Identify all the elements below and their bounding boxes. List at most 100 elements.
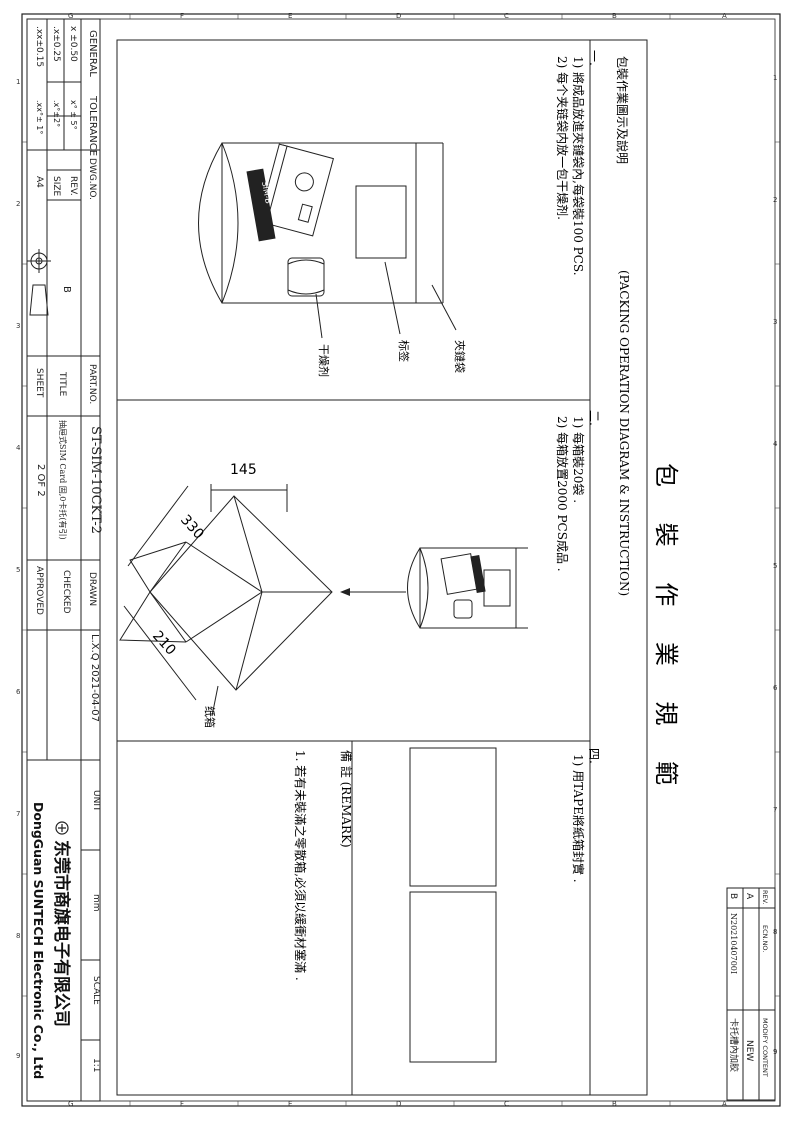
title-value: 抽屉式SIM Card 固,0卡托(有引) — [58, 420, 68, 540]
zone-number: 1 — [773, 74, 777, 82]
sheet-value: 2 OF 2 — [35, 464, 46, 497]
size-label: SIZE — [51, 176, 61, 197]
zone-letter: B — [612, 1100, 617, 1108]
header-title-en: (PACKING OPERATION DIAGRAM & INSTRUCTION… — [617, 270, 631, 596]
ecn-header: ECN.NO. — [761, 925, 769, 952]
unit-label: UNIT — [91, 790, 101, 812]
section4-line1: 1) 用TAPE將紙箱封實 . — [571, 754, 586, 883]
zone-number: 6 — [773, 684, 778, 692]
zone-number: 4 — [16, 444, 21, 452]
tolerance-label: TOLERANCE — [87, 95, 98, 156]
zone-numbers-left: 1 2 3 4 5 6 7 8 9 — [16, 78, 21, 1060]
content-value: 卡托槽內加胶 — [728, 1018, 740, 1072]
zone-letter: C — [504, 12, 509, 20]
zone-letter: E — [288, 12, 292, 20]
zone-letter: F — [180, 1100, 184, 1108]
revision-headers: REV. ECN.NO. MODIFY CONTENT — [761, 890, 769, 1077]
callout-bag-label: 夾鏈袋 — [453, 340, 467, 373]
carton-illustration — [119, 484, 333, 717]
small-bag-illustration — [407, 547, 528, 629]
zone-letter: D — [396, 1100, 401, 1108]
callout-box-text: 纸箱 — [203, 706, 217, 728]
rev-label: REV. — [68, 176, 78, 196]
remark-line1: 1. 若有未裝滿之零散箱,必須以緩衝材塞滿 . — [293, 750, 308, 981]
scale-label: SCALE — [91, 976, 101, 1005]
section1-line2: 2) 每个夹链袋内放一包干燥剂. — [555, 56, 570, 220]
ecn-value: N2021040700I — [729, 913, 738, 974]
zone-number: 8 — [16, 932, 20, 940]
zone-number: 3 — [773, 318, 777, 326]
remark-text: 備 註 (REMARK) 1. 若有未裝滿之零散箱,必須以緩衝材塞滿 . — [293, 750, 354, 981]
dim-side: 330 — [177, 512, 207, 543]
section2-line2: 2) 每箱放置2000 PCS成品 . — [555, 416, 570, 572]
sealed-box-image-1 — [409, 747, 497, 887]
zone-letter: E — [288, 1100, 292, 1108]
zip-bag-illustration: SIM-B — [198, 142, 457, 339]
angle-tolerance-2: .x°±2° — [52, 100, 61, 127]
sheet-label: SHEET — [34, 368, 44, 398]
zone-letters-top: G F E D C B A — [68, 12, 727, 20]
section2-heading: 二. — [587, 410, 601, 426]
size-value: A4 — [34, 176, 44, 188]
section4-text: 四. 1) 用TAPE將紙箱封實 . — [571, 748, 601, 883]
zone-number: 2 — [16, 200, 20, 208]
zone-letter: G — [68, 1100, 73, 1108]
section1-line1: 1) 將成品放進夾鏈袋內,每袋裝100 PCS. — [571, 56, 586, 276]
company-name: 东莞市商旗电子有限公司 DongGuan SUNTECH Electronic … — [31, 802, 72, 1079]
zone-letter: A — [722, 1100, 727, 1108]
zone-letter: F — [180, 12, 184, 20]
callout-bag: 夾鏈袋 — [453, 340, 467, 373]
zone-number: 6 — [16, 688, 21, 696]
general-label: GENERAL — [87, 30, 98, 77]
zone-number: 2 — [773, 196, 777, 204]
callout-desiccant-text: 干燥剂 — [317, 344, 331, 377]
content-value: NEW — [744, 1040, 754, 1061]
drawn-label: DRAWN — [87, 572, 97, 606]
zone-letter: D — [396, 12, 401, 20]
header-title-cn: 包 裝 作 業 規 範 — [652, 463, 680, 799]
zone-number: 3 — [16, 322, 20, 330]
part-no-label: PART.NO. — [87, 364, 97, 404]
header-subtitle: 包裝作業圖示及說明 — [615, 56, 630, 164]
callout-desiccant: 干燥剂 — [317, 344, 331, 377]
callout-box: 纸箱 — [203, 706, 217, 728]
callout-label: 标签 — [397, 340, 411, 362]
section2-text: 二. 1) 每箱裝20袋 . 2) 每箱放置2000 PCS成品 . — [555, 410, 601, 572]
zone-number: 5 — [16, 566, 20, 574]
company-name-en: DongGuan SUNTECH Electronic Co., Ltd — [31, 802, 46, 1079]
company-logo-icon — [55, 821, 69, 835]
part-marking: SIM-B — [260, 181, 273, 205]
rev-header: REV. — [761, 890, 769, 904]
company-name-cn: 东莞市商旗电子有限公司 — [51, 840, 72, 1027]
section4-heading: 四. — [587, 748, 601, 764]
part-no-value: ST-SIM-10CKT-2 — [88, 426, 103, 534]
rev-value: B — [61, 286, 72, 293]
zone-number: 9 — [16, 1052, 20, 1060]
section1-heading: 一. — [587, 50, 601, 66]
revision-row-a: A NEW — [744, 893, 754, 1061]
tolerance-3: .xx±0.15 — [34, 26, 44, 67]
zone-letter: A — [722, 12, 727, 20]
approved-label: APPROVED — [34, 566, 44, 615]
scale-value: 1:1 — [91, 1058, 101, 1072]
zone-number: 7 — [773, 806, 777, 814]
remark-heading: 備 註 (REMARK) — [339, 750, 354, 848]
angle-tolerance-1: x° ± 5° — [69, 100, 78, 130]
section1-text: 一. 1) 將成品放進夾鏈袋內,每袋裝100 PCS. 2) 每个夹链袋内放一包… — [555, 50, 601, 276]
content-frame — [116, 39, 648, 1096]
subtitle-cn: 包裝作業圖示及說明 — [615, 56, 630, 164]
tolerance-2: .x±0.25 — [51, 26, 61, 62]
arrow-icon — [340, 588, 406, 596]
content-header: MODIFY CONTENT — [761, 1018, 769, 1077]
projection-symbol-icon — [27, 249, 51, 316]
section2-line1: 1) 每箱裝20袋 . — [571, 416, 586, 503]
revision-table — [726, 887, 776, 1101]
title-en: (PACKING OPERATION DIAGRAM & INSTRUCTION… — [617, 270, 631, 596]
dim-top: 145 — [230, 462, 257, 478]
zone-letter: G — [68, 12, 73, 20]
unit-value: mm — [91, 894, 101, 912]
dim-bottom: 210 — [149, 628, 179, 659]
dwg-no-label: DWG.NO. — [87, 158, 97, 200]
rev-value: B — [728, 893, 738, 899]
